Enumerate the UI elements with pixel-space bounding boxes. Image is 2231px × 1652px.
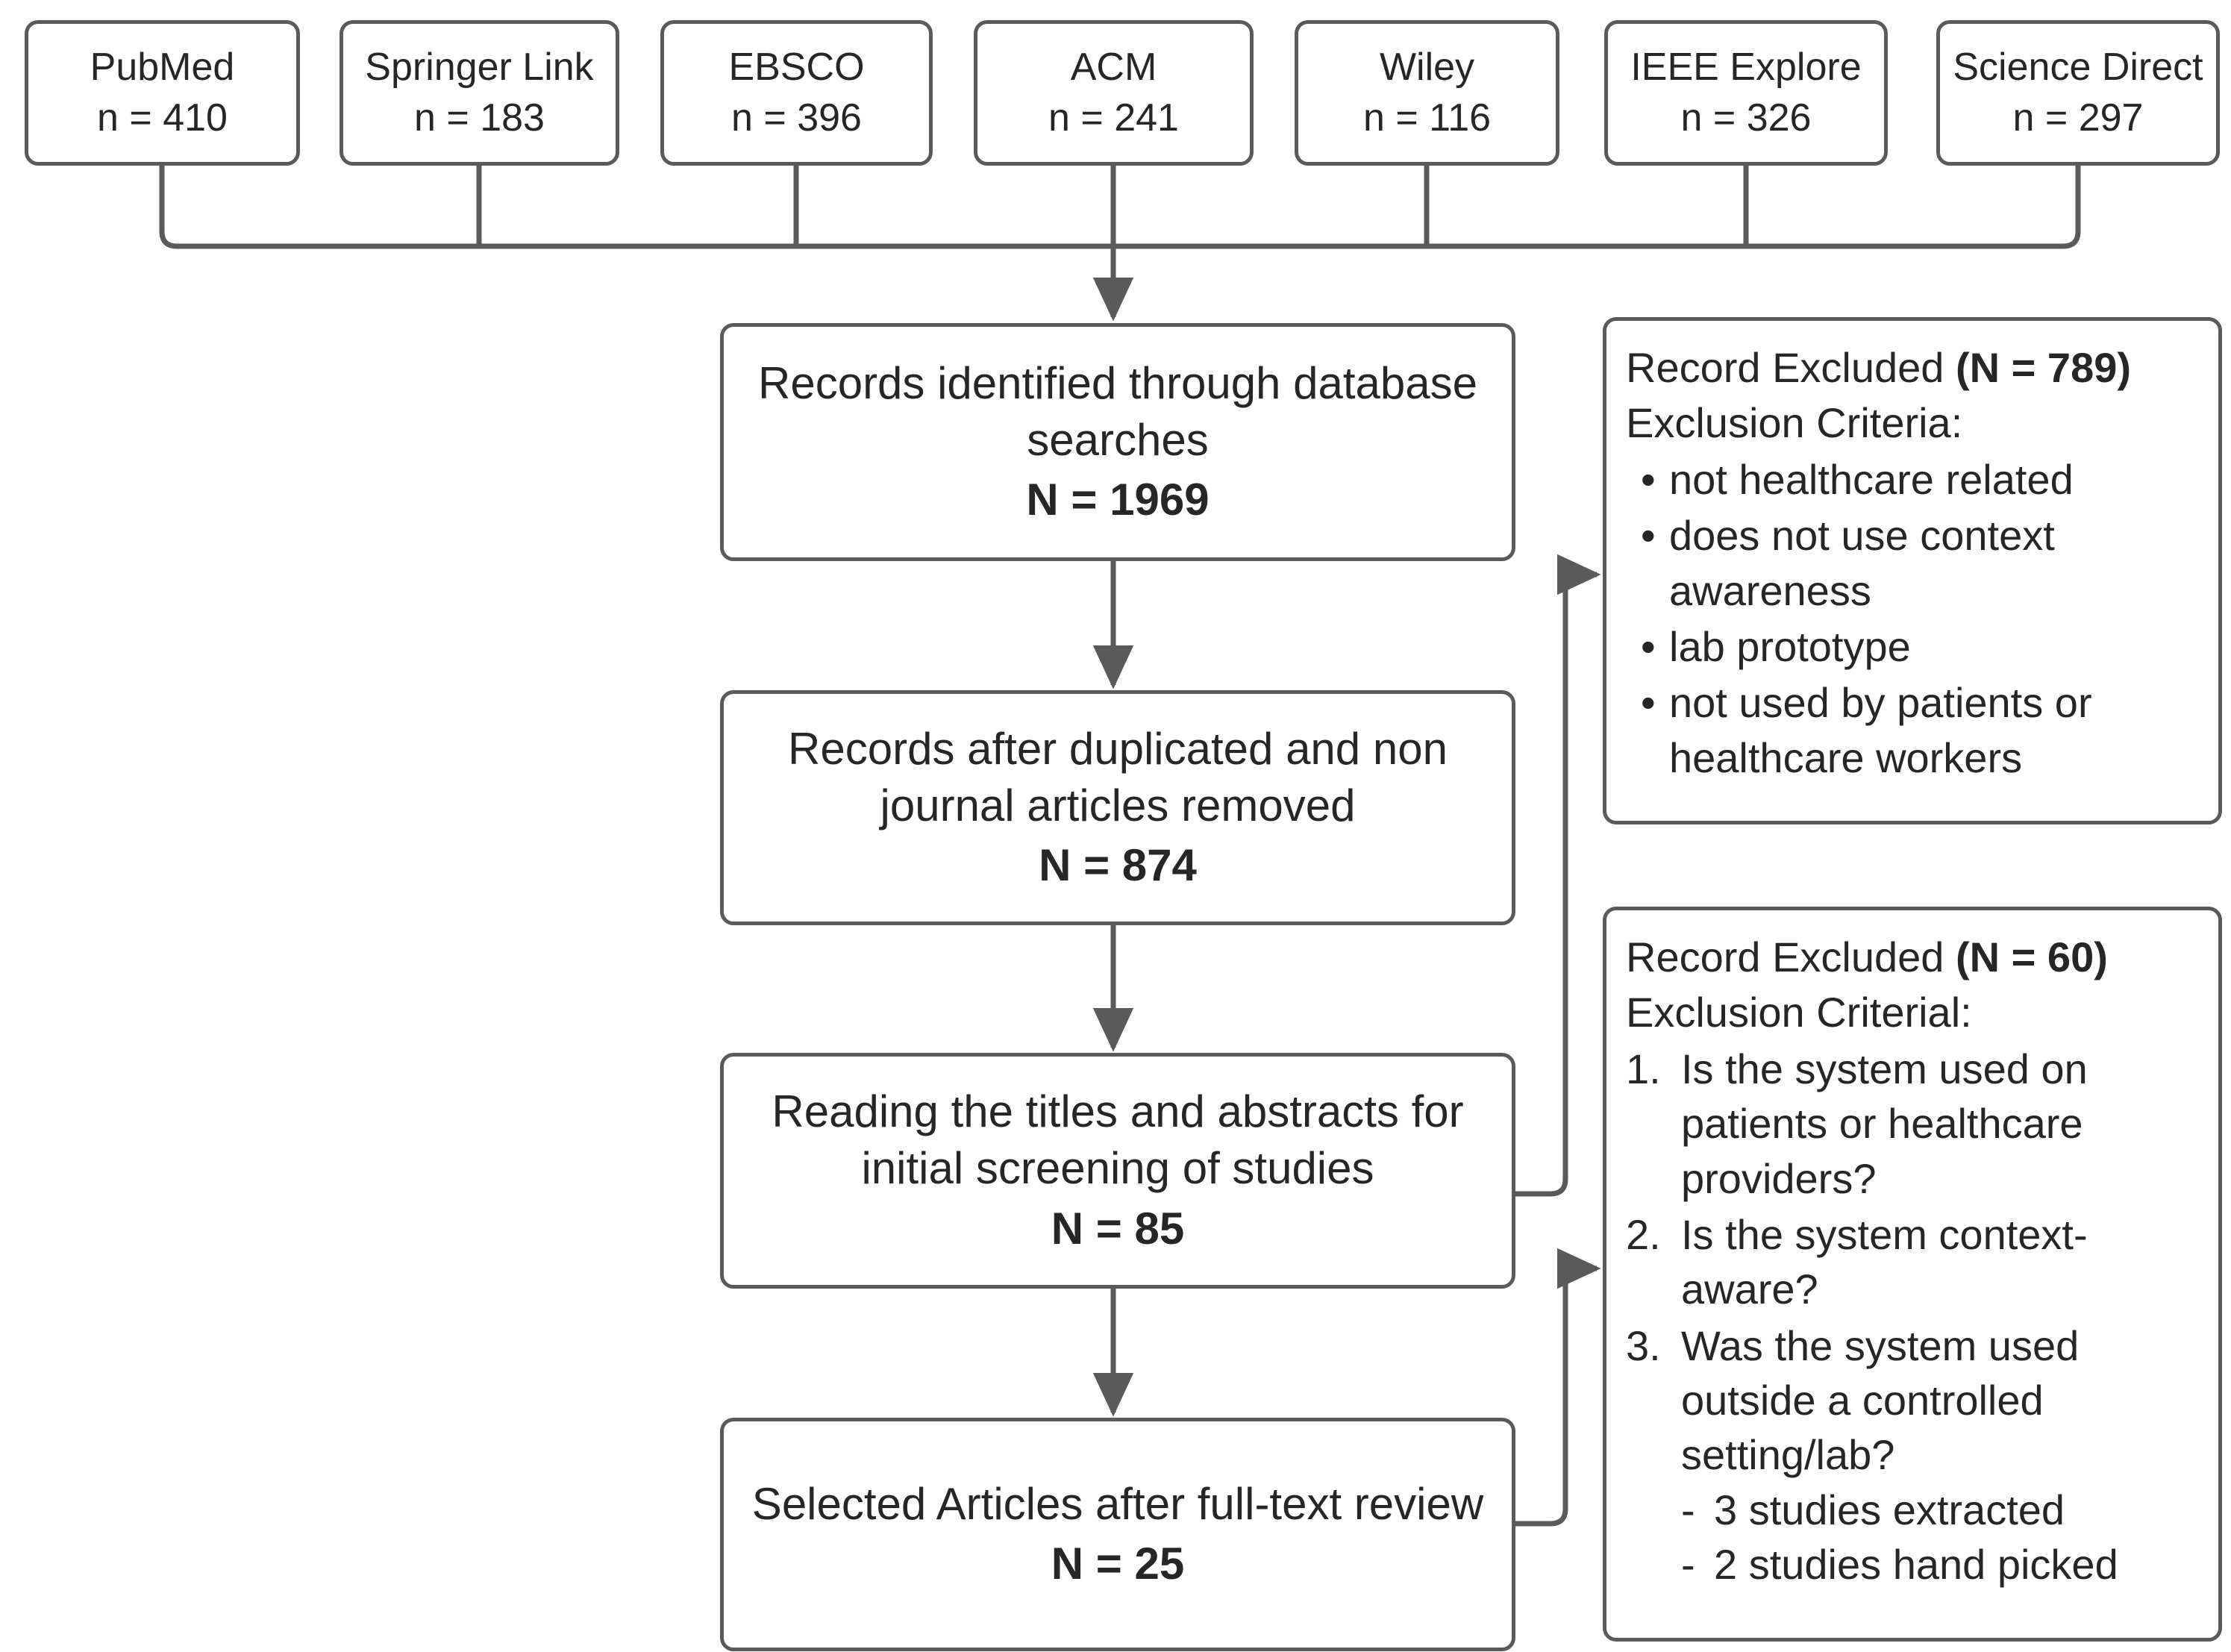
stage-box-records-after-duplicates-removed[interactable]: Records after duplicated and non journal… bbox=[720, 690, 1515, 925]
source-name: Springer Link bbox=[365, 45, 594, 89]
exclusion-criteria-list: 1. Is the system used on patients or heal… bbox=[1626, 1040, 2203, 1483]
source-box-wiley[interactable]: Wiley n = 116 bbox=[1295, 20, 1559, 166]
source-count: n = 241 bbox=[1048, 96, 1179, 140]
source-name: Science Direct bbox=[1953, 45, 2203, 89]
list-item: 3. Was the system used outside a controll… bbox=[1626, 1318, 2203, 1483]
stage-box-records-identified[interactable]: Records identified through database sear… bbox=[720, 323, 1515, 561]
list-item: lab prototype bbox=[1626, 619, 2203, 675]
list-item-number: 1. bbox=[1626, 1045, 1661, 1092]
list-item-number: 2. bbox=[1626, 1210, 1661, 1258]
source-name: EBSCO bbox=[728, 45, 865, 89]
source-count: n = 410 bbox=[97, 96, 228, 140]
exclusion-title-count: (N = 60) bbox=[1956, 933, 2108, 980]
list-item: not used by patients or healthcare worke… bbox=[1626, 675, 2203, 785]
source-count: n = 183 bbox=[414, 96, 545, 140]
exclusion-title: Record Excluded (N = 60) bbox=[1626, 930, 2203, 985]
stage-label: Records after duplicated and non journal… bbox=[788, 723, 1448, 830]
exclusion-subtitle: Exclusion Criteria: bbox=[1626, 398, 1963, 446]
list-item: -3 studies extracted bbox=[1626, 1483, 2203, 1537]
source-count: n = 297 bbox=[2012, 96, 2144, 140]
exclusion-criteria-list: not healthcare related does not use cont… bbox=[1626, 451, 2203, 785]
stage-label: Selected Articles after full-text review bbox=[751, 1478, 1484, 1529]
source-name: PubMed bbox=[90, 45, 235, 89]
source-count: n = 396 bbox=[731, 96, 862, 140]
exclusion-title-text: Record Excluded bbox=[1626, 933, 1956, 980]
exclusion-subtitle: Exclusion Criterial: bbox=[1626, 988, 1972, 1036]
connector-pubmed bbox=[159, 166, 178, 249]
list-item-number: 3. bbox=[1626, 1321, 1661, 1369]
source-count: n = 326 bbox=[1680, 96, 1812, 140]
list-item: not healthcare related bbox=[1626, 452, 2203, 507]
list-item: does not use context awareness bbox=[1626, 508, 2203, 618]
list-item: -2 studies hand picked bbox=[1626, 1537, 2203, 1592]
stage-box-selected-articles-full-text[interactable]: Selected Articles after full-text review… bbox=[720, 1418, 1515, 1651]
stage-label: Reading the titles and abstracts for ini… bbox=[772, 1086, 1464, 1193]
stage-label: Records identified through database sear… bbox=[758, 357, 1477, 465]
source-box-springer-link[interactable]: Springer Link n = 183 bbox=[340, 20, 619, 166]
list-item-text: 3 studies extracted bbox=[1714, 1486, 2065, 1533]
list-item: 2. Is the system context-aware? bbox=[1626, 1207, 2203, 1317]
stage-box-titles-abstracts-screening[interactable]: Reading the titles and abstracts for ini… bbox=[720, 1053, 1515, 1289]
source-name: ACM bbox=[1070, 45, 1157, 89]
source-box-science-direct[interactable]: Science Direct n = 297 bbox=[1936, 20, 2220, 166]
source-count: n = 116 bbox=[1362, 96, 1492, 140]
stage-count: N = 25 bbox=[1051, 1539, 1185, 1589]
dash-marker: - bbox=[1681, 1541, 1695, 1589]
exclusion-box-60[interactable]: Record Excluded (N = 60) Exclusion Crite… bbox=[1603, 907, 2222, 1642]
source-box-pubmed[interactable]: PubMed n = 410 bbox=[25, 20, 300, 166]
source-name: IEEE Explore bbox=[1630, 45, 1862, 89]
dash-marker: - bbox=[1681, 1486, 1695, 1533]
source-box-acm[interactable]: ACM n = 241 bbox=[974, 20, 1254, 166]
connector-stage-3-to-exclusion-1 bbox=[1515, 554, 1601, 1197]
connector-stage-4-to-exclusion-2 bbox=[1515, 1248, 1601, 1527]
list-item-text: Is the system used on patients or health… bbox=[1681, 1045, 2088, 1202]
source-box-ebsco[interactable]: EBSCO n = 396 bbox=[660, 20, 933, 166]
connector-sciencedirect bbox=[2062, 166, 2081, 249]
source-name: Wiley bbox=[1379, 45, 1475, 89]
stage-count: N = 85 bbox=[1051, 1203, 1185, 1254]
exclusion-sub-notes: -3 studies extracted -2 studies hand pic… bbox=[1626, 1483, 2203, 1592]
stage-count: N = 874 bbox=[1039, 840, 1197, 891]
exclusion-title-count: (N = 789) bbox=[1956, 344, 2132, 391]
list-item-text: Was the system used outside a controlled… bbox=[1681, 1321, 2080, 1479]
source-box-ieee-explore[interactable]: IEEE Explore n = 326 bbox=[1604, 20, 1888, 166]
exclusion-title-text: Record Excluded bbox=[1626, 344, 1956, 391]
list-item: 1. Is the system used on patients or heal… bbox=[1626, 1042, 2203, 1206]
list-item-text: Is the system context-aware? bbox=[1681, 1210, 2088, 1313]
exclusion-title: Record Excluded (N = 789) bbox=[1626, 340, 2203, 395]
stage-count: N = 1969 bbox=[1026, 475, 1210, 525]
list-item-text: 2 studies hand picked bbox=[1714, 1541, 2118, 1589]
exclusion-box-789[interactable]: Record Excluded (N = 789) Exclusion Crit… bbox=[1603, 317, 2222, 825]
